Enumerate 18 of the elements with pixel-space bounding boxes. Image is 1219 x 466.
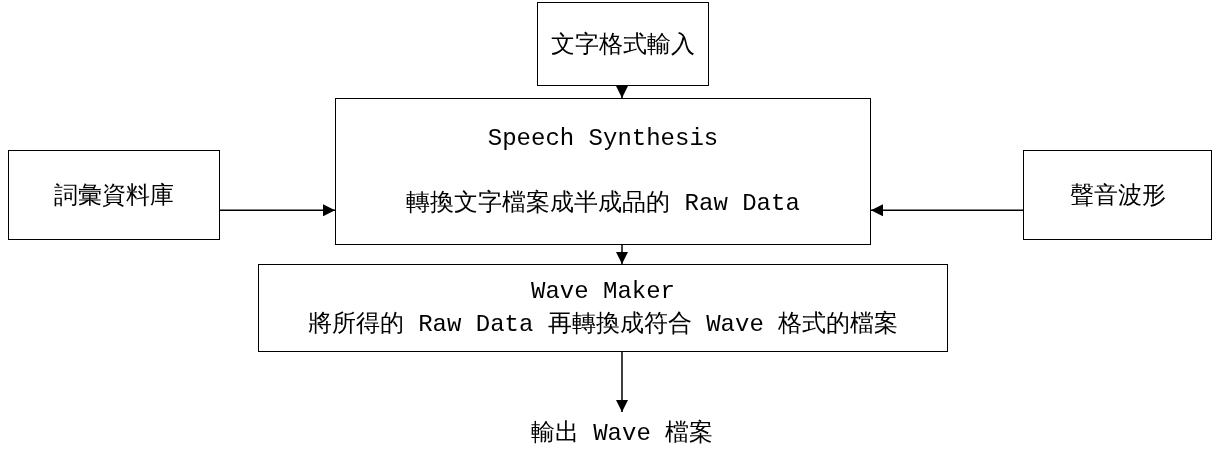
arrow bbox=[219, 204, 336, 217]
box-description: 轉換文字檔案成半成品的 Raw Data bbox=[406, 188, 800, 218]
process-box bbox=[335, 98, 871, 245]
input-box bbox=[537, 2, 709, 86]
input-box bbox=[1023, 150, 1212, 240]
arrow bbox=[616, 351, 628, 413]
box-label: 詞彙資料庫 bbox=[54, 181, 174, 211]
arrow bbox=[870, 204, 1024, 217]
box-label: Speech Synthesis bbox=[487, 125, 719, 152]
process-box bbox=[258, 264, 948, 352]
box-label: 聲音波形 bbox=[1069, 182, 1166, 211]
input-box bbox=[8, 150, 220, 240]
box-label: 文字格式輸入 bbox=[551, 30, 695, 60]
output-label: 輸出 Wave 檔案 bbox=[530, 418, 714, 448]
box-label: Wave Maker bbox=[531, 277, 675, 305]
arrow bbox=[616, 85, 628, 99]
arrow bbox=[616, 244, 628, 265]
box-description: 將所得的 Raw Data 再轉換成符合 Wave 格式的檔案 bbox=[307, 309, 899, 339]
